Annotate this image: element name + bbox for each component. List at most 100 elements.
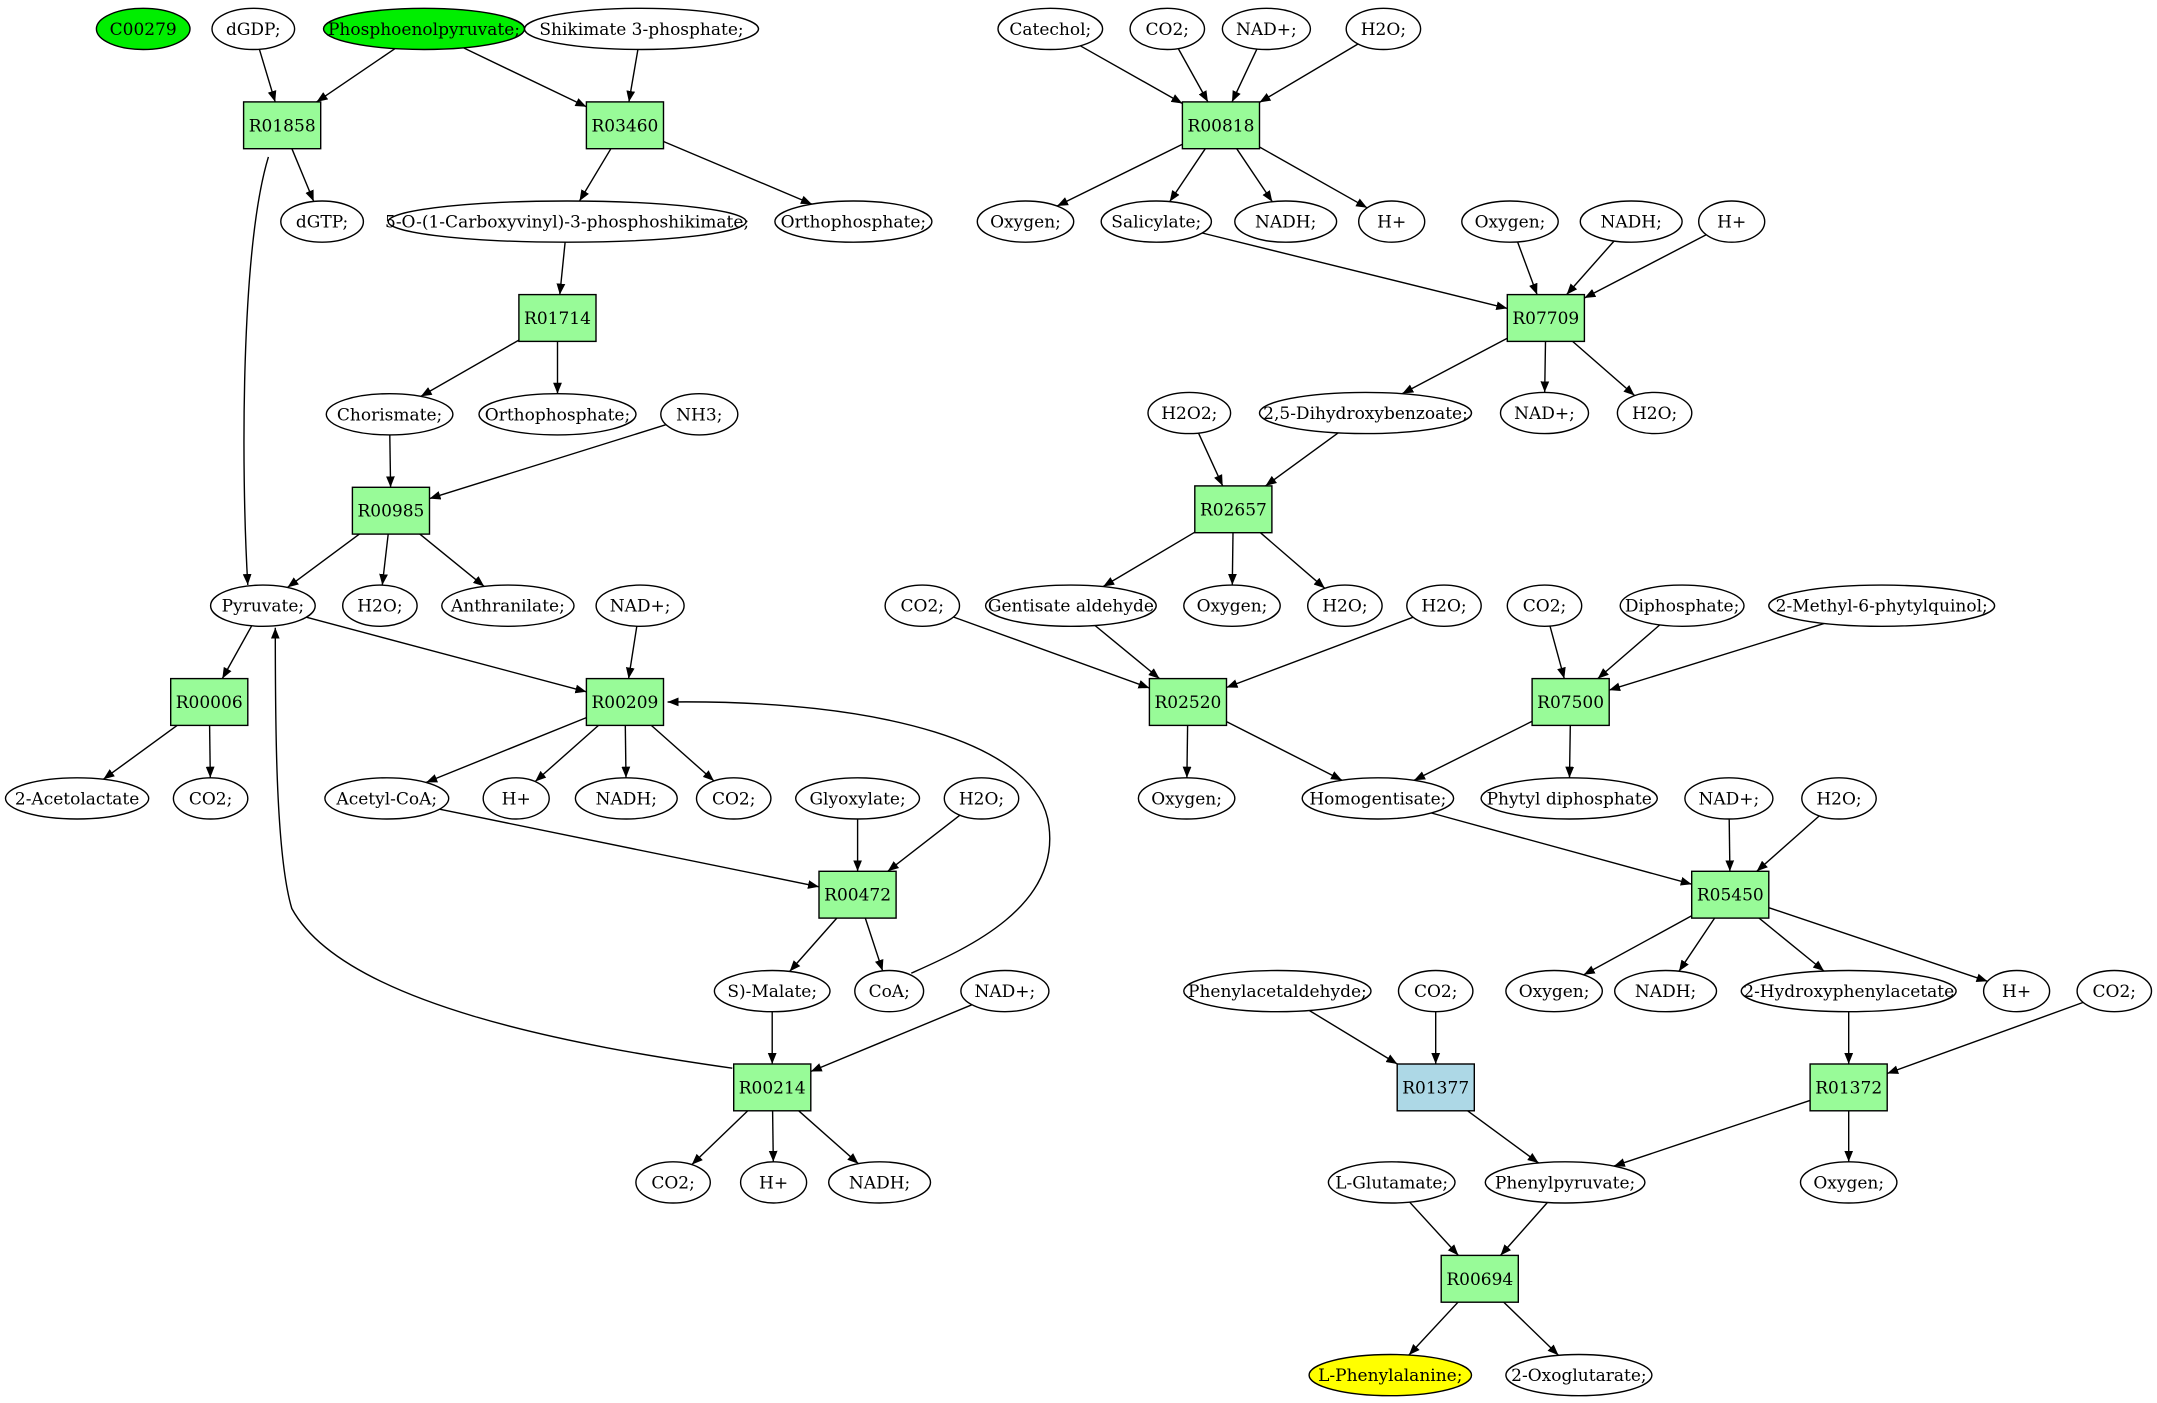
edge-NH3-R00985 (429, 424, 667, 500)
compound-h2o_e: H2O; (1307, 584, 1383, 628)
node-label: H+ (759, 1173, 788, 1193)
compound-ellipse (1616, 391, 1693, 435)
edge-H2O_g-R05450 (1756, 815, 1820, 872)
node-label: Phytyl diphosphate (1487, 789, 1652, 809)
compound-ellipse (1461, 200, 1559, 243)
compound-ellipse (387, 200, 747, 243)
compound-c00279: C00279 (95, 7, 191, 51)
node-label: R00818 (1188, 116, 1255, 136)
compound-ellipse (635, 1161, 711, 1204)
edge-R00985-H2O_a (379, 534, 389, 586)
compound-hp_e: H+ (1982, 969, 2051, 1013)
compound-s3p: Shikimate 3-phosphate; (523, 7, 760, 51)
compound-nadp_c: NAD+; (1221, 7, 1312, 51)
node-label: R02657 (1200, 500, 1267, 520)
edge-R00209-NADH_a (621, 725, 631, 778)
node-label: H2O; (1322, 597, 1367, 617)
compound-nadp_a: NAD+; (595, 584, 685, 628)
node-label: CO2; (901, 597, 945, 617)
node-label: L-Phenylalanine; (1318, 1366, 1462, 1386)
node-label: R00006 (176, 693, 243, 713)
reaction-box (585, 677, 665, 727)
node-label: R00985 (357, 502, 424, 522)
edge-PPi-R07500 (1597, 624, 1661, 680)
node-label: H2O; (959, 789, 1004, 809)
reaction-box (1181, 101, 1261, 150)
edge-R00472-Mal (789, 917, 838, 972)
edge-Chor-R00985 (386, 434, 395, 488)
node-label: R01858 (249, 116, 316, 136)
reaction-box (1396, 1063, 1475, 1112)
compound-ellipse (1183, 969, 1372, 1013)
reaction-r00694: R00694 (1440, 1254, 1519, 1303)
node-label: 2-Acetolactate (15, 789, 139, 809)
node-label: CO2; (651, 1173, 695, 1193)
edge-R00472-CoA (864, 917, 884, 972)
edge-R00694-Phe (1408, 1301, 1459, 1356)
compound-ellipse (1982, 969, 2051, 1013)
edge-PhPyr-R00694 (1499, 1202, 1548, 1256)
compound-phe: L-Phenylalanine; (1308, 1353, 1473, 1397)
compound-og: 2-Oxoglutarate; (1505, 1353, 1653, 1397)
reaction-box (1809, 1063, 1888, 1112)
node-label: NADH; (596, 789, 657, 809)
compound-dgdp: dGDP; (211, 7, 296, 51)
edge-R02657-H2O_e (1259, 532, 1326, 589)
node-label: Acetyl-CoA; (335, 789, 437, 809)
edge-H2O_c-R00818 (1259, 43, 1359, 104)
compound-ellipse (774, 200, 933, 243)
reaction-box (1440, 1254, 1519, 1303)
compound-ellipse (324, 777, 450, 820)
compound-ellipse (884, 584, 961, 628)
edge-R01858-Pyr (242, 156, 270, 586)
edge-R01372-PhPyr (1613, 1099, 1811, 1167)
compound-mal: S)-Malate; (713, 969, 831, 1013)
edge-R00214-NADH_b (798, 1110, 859, 1165)
compound-co2_a: CO2; (172, 777, 249, 820)
compound-ellipse (1506, 584, 1583, 628)
edge-Pyr-R00209 (306, 616, 587, 694)
node-label: Catechol; (1009, 20, 1091, 40)
compound-dgtp: dGTP; (280, 200, 365, 243)
edge-AcCoA-R00472 (439, 808, 820, 889)
reaction-box (1690, 870, 1770, 919)
compound-mpq: 2-Methyl-6-phytylquinol; (1768, 584, 1996, 628)
node-label: Oxygen; (990, 213, 1061, 233)
edge-CO2_f-R07500 (1549, 625, 1566, 679)
edge-EPSP-R01714 (556, 242, 566, 295)
compound-ellipse (1499, 391, 1590, 435)
edge-R00818-Sal (1169, 148, 1206, 202)
edge-R07709-H2O_d (1572, 340, 1636, 397)
node-label: Anthranilate; (450, 597, 565, 617)
compound-nadh_d: NADH; (1579, 200, 1683, 243)
node-label: R00209 (591, 693, 658, 713)
node-label: R01372 (1815, 1078, 1882, 1098)
compound-acl: 2-Acetolactate (4, 777, 150, 820)
node-label: NADH; (1635, 982, 1696, 1002)
compound-h2o_d: H2O; (1616, 391, 1693, 435)
compound-hpa: 2-Hydroxyphenylacetate (1740, 969, 1957, 1013)
node-label: dGTP; (296, 213, 348, 233)
compound-co2_g: CO2; (1397, 969, 1474, 1013)
node-label: 2-Methyl-6-phytylquinol; (1776, 597, 1988, 617)
edge-R05450-O2_e (1583, 915, 1693, 976)
node-label: NAD+; (1514, 404, 1575, 424)
compound-ellipse (1799, 1161, 1898, 1204)
compound-nadp_e: NAD+; (1684, 777, 1774, 820)
compound-ellipse (660, 392, 739, 436)
node-label: NAD+; (975, 982, 1036, 1002)
compound-ellipse (1137, 777, 1236, 820)
reaction-box (242, 101, 322, 150)
compound-ellipse (960, 969, 1050, 1013)
compound-h2o_c: H2O; (1345, 7, 1422, 51)
edge-H2O_b-R00472 (887, 814, 961, 872)
node-label: NH3; (676, 405, 722, 425)
edge-PEP-R01858 (316, 48, 396, 103)
node-label: Oxygen; (1197, 597, 1268, 617)
edge-R00006-AcL (102, 724, 178, 780)
node-label: R02520 (1154, 693, 1221, 713)
compound-ellipse (1579, 200, 1683, 243)
edge-R07500-HGA (1413, 720, 1533, 781)
node-label: Gentisate aldehyde (988, 597, 1154, 617)
compound-ellipse (794, 777, 921, 820)
